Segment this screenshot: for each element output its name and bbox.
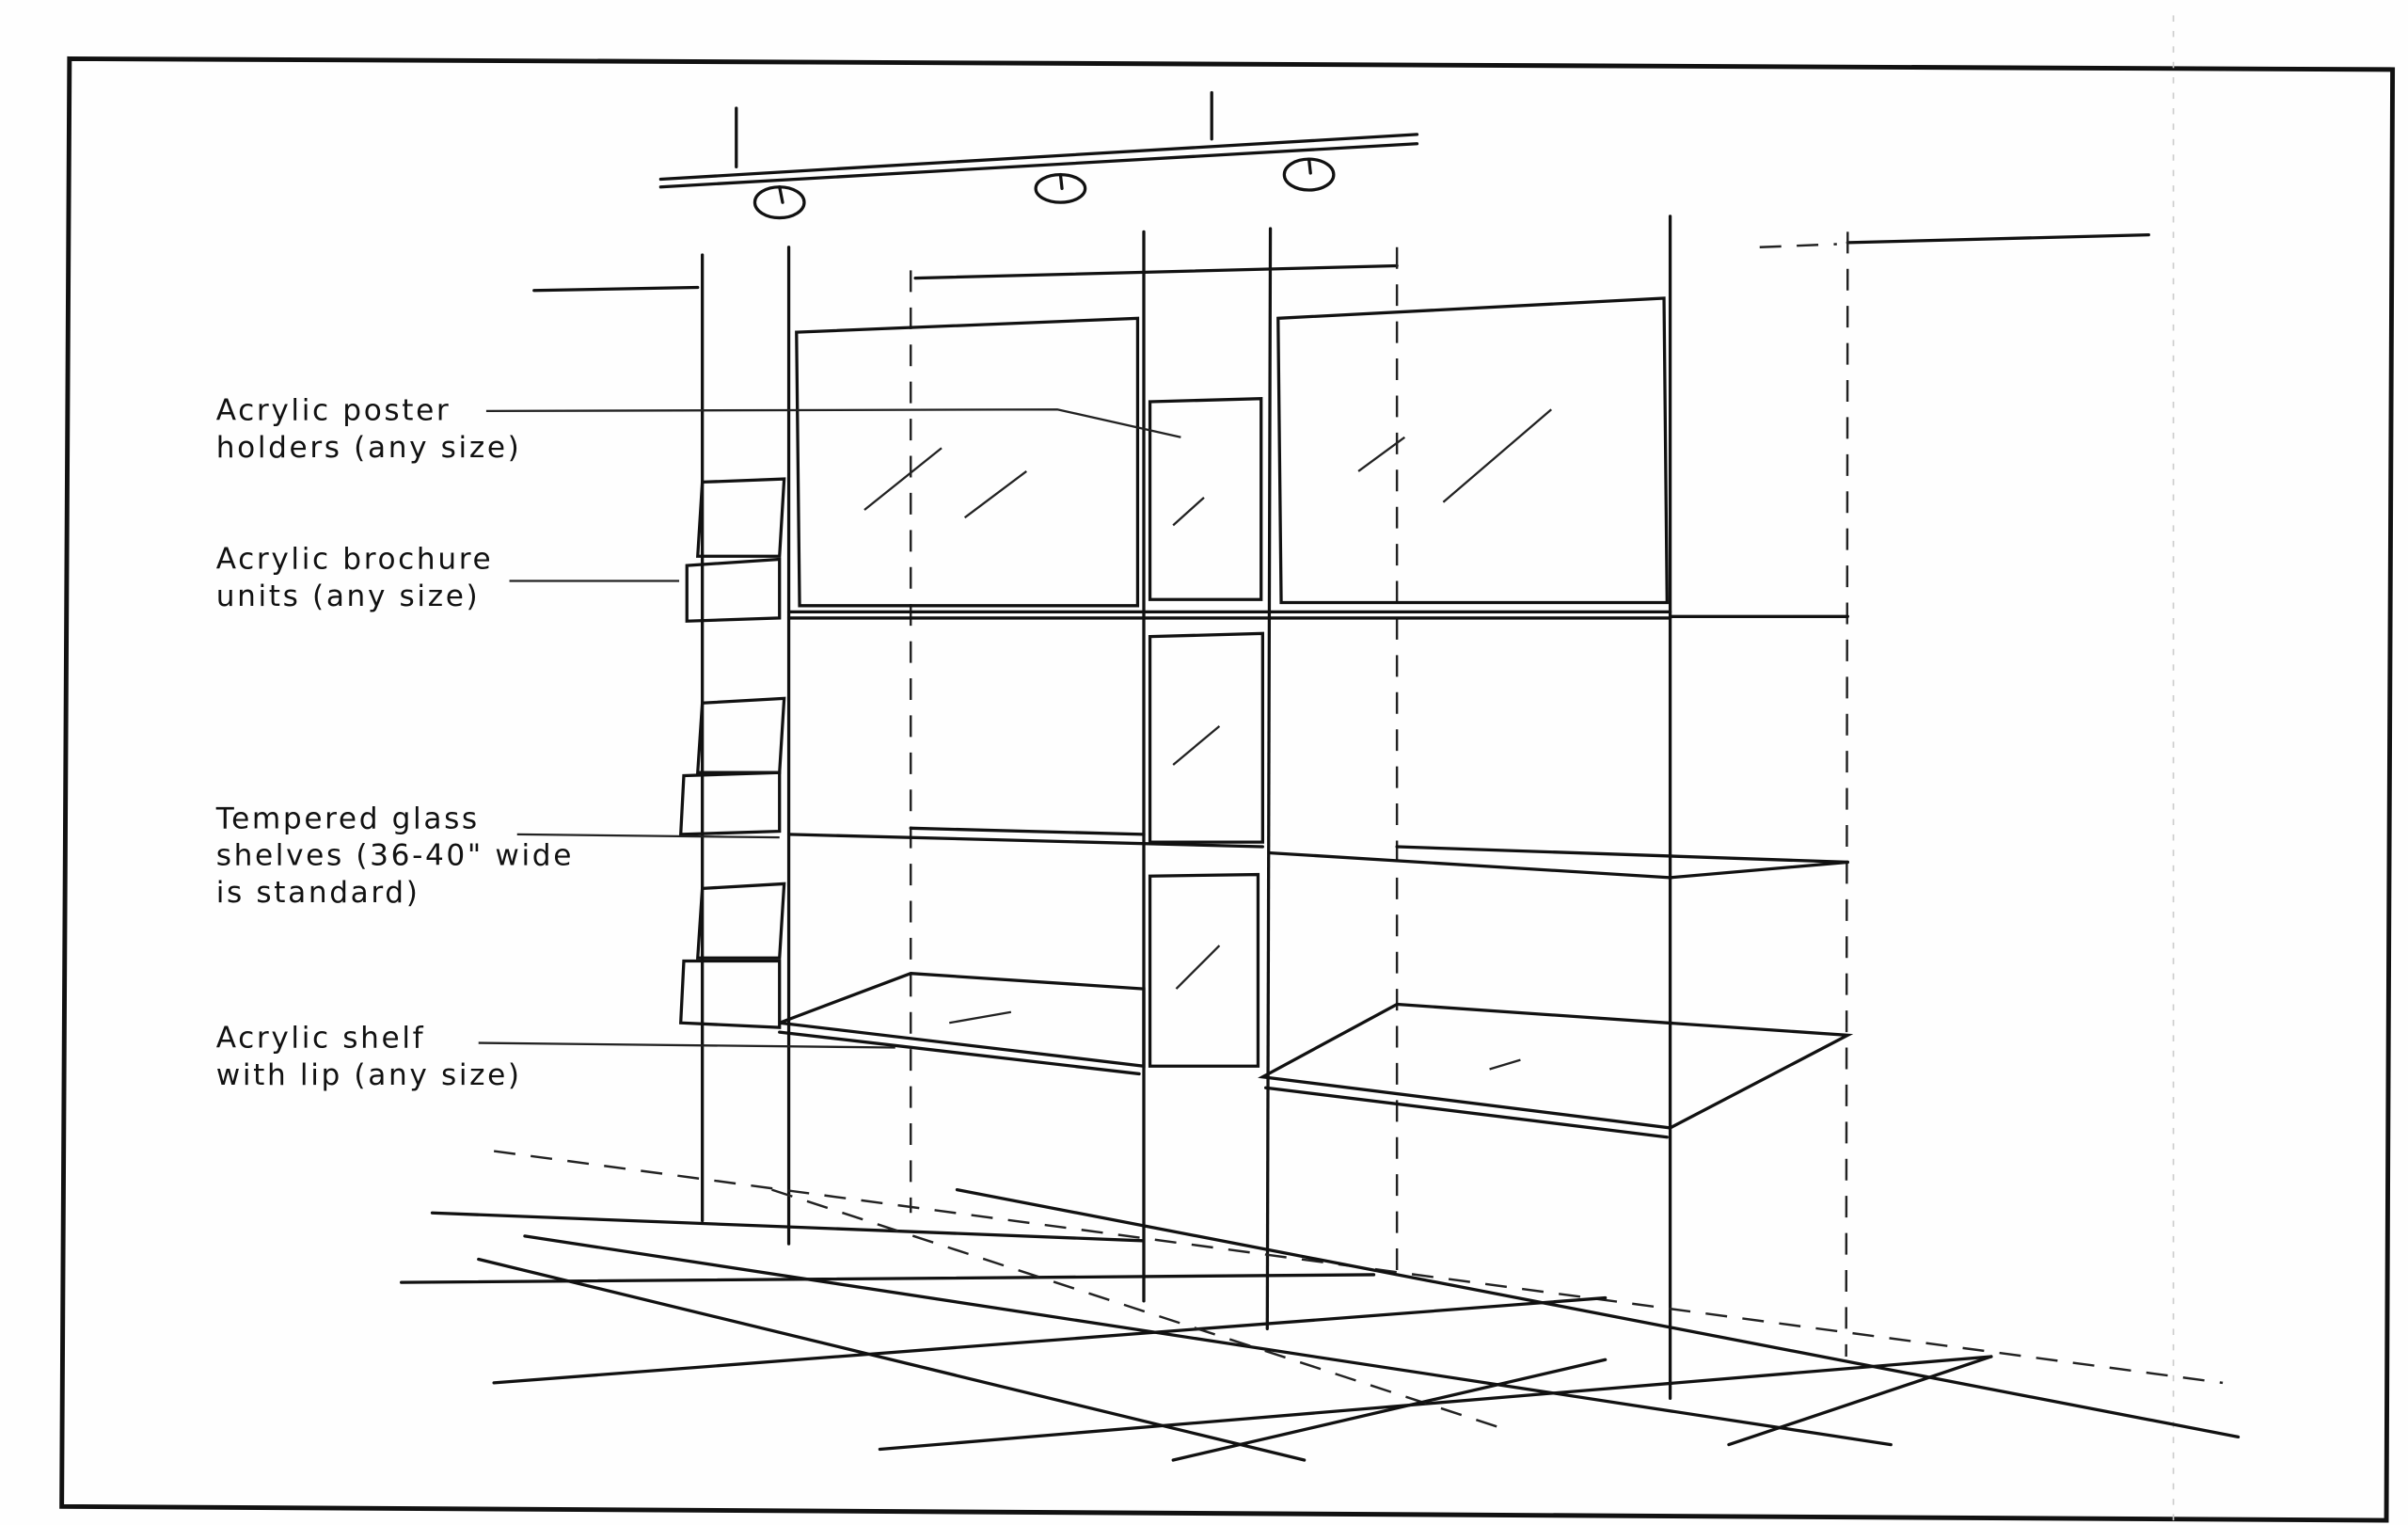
poster-holder-small bbox=[1148, 872, 1260, 1068]
glass-shelves bbox=[786, 610, 1849, 880]
label-acrylic-shelf: Acrylic shelf with lip (any size) bbox=[216, 1022, 522, 1092]
label-line: Tempered glass bbox=[215, 802, 480, 835]
support-cables bbox=[701, 214, 1849, 1400]
label-line: is standard) bbox=[216, 876, 420, 910]
label-line: holders (any size) bbox=[216, 431, 522, 465]
label-glass-shelves: Tempered glass shelves (36-40" wide is s… bbox=[215, 802, 574, 910]
floor-grid bbox=[400, 1150, 2241, 1462]
poster-holders bbox=[795, 296, 1669, 608]
drawing-frame bbox=[59, 56, 2396, 1523]
ceiling-track bbox=[658, 90, 1419, 220]
label-line: with lip (any size) bbox=[216, 1058, 522, 1092]
poster-holder-small bbox=[1148, 631, 1264, 844]
brochure-units bbox=[678, 477, 786, 1029]
label-line: Acrylic brochure bbox=[216, 542, 494, 576]
label-line: Acrylic poster bbox=[216, 394, 452, 428]
acrylic-shelves-with-lip bbox=[778, 972, 1854, 1139]
leader-lines bbox=[478, 408, 1181, 1049]
label-line: units (any size) bbox=[216, 580, 481, 613]
label-brochure-units: Acrylic brochure units (any size) bbox=[216, 542, 494, 613]
label-poster-holders: Acrylic poster holders (any size) bbox=[216, 394, 522, 465]
label-line: Acrylic shelf bbox=[216, 1022, 426, 1056]
label-line: shelves (36-40" wide bbox=[216, 839, 574, 873]
